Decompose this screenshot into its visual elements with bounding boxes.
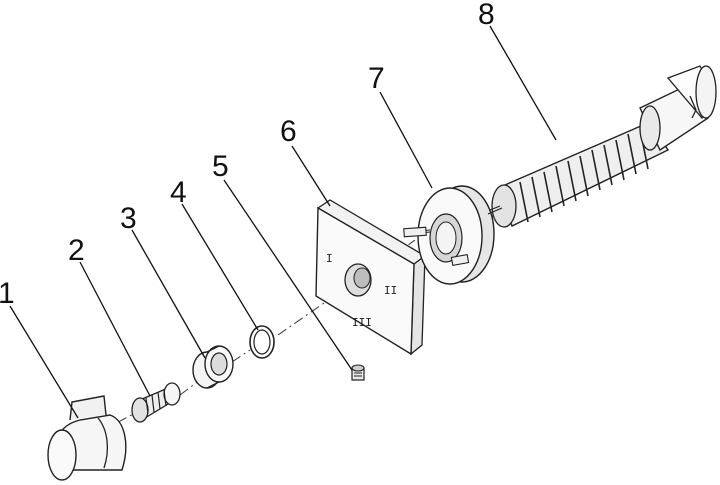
part-8-cartridge	[487, 65, 717, 228]
leader-6	[291, 145, 331, 207]
leader-lines	[9, 25, 557, 419]
callout-2: 2	[68, 234, 85, 267]
part-5-set-screw	[351, 364, 365, 381]
callout-8: 8	[478, 0, 495, 31]
part-1-handle	[47, 395, 127, 481]
callout-numbers: 1 2 3 4 5 6 7 8	[0, 0, 495, 310]
part-6-cover-plate: I II III	[315, 199, 427, 356]
leader-7	[379, 91, 433, 189]
part-2-spline-adapter	[131, 382, 181, 423]
part-3-threaded-nut	[192, 345, 234, 389]
callout-5: 5	[212, 150, 229, 183]
assembly-axis	[99, 209, 501, 433]
plate-mark-1: I	[326, 252, 333, 265]
part-4-o-ring	[249, 325, 275, 359]
plate-mark-2: II	[384, 284, 397, 297]
leader-8	[489, 25, 557, 141]
leader-3	[131, 229, 206, 359]
leader-2	[79, 261, 151, 397]
callout-4: 4	[170, 176, 187, 209]
callout-1: 1	[0, 277, 15, 310]
leader-4	[181, 203, 259, 331]
callout-7: 7	[368, 62, 385, 95]
callout-3: 3	[120, 202, 137, 235]
part-7-flange	[403, 185, 495, 285]
leader-5	[223, 179, 353, 371]
callout-6: 6	[280, 115, 297, 148]
plate-mark-3: III	[352, 316, 372, 329]
leader-1	[9, 305, 79, 419]
